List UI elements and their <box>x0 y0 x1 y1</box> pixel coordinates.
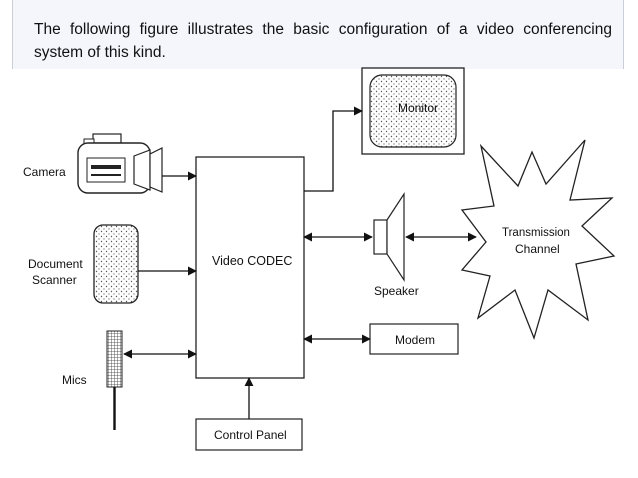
scanner-label-line2: Scanner <box>32 273 77 287</box>
modem-box <box>369 323 459 355</box>
speaker-icon <box>373 191 405 283</box>
control-panel-box <box>195 418 303 451</box>
channel-label-line1: Transmission <box>502 227 570 239</box>
camera-label: Camera <box>23 165 66 179</box>
arrow-codec-to-monitor <box>304 106 363 192</box>
microphone-icon <box>106 330 123 430</box>
figure-caption: The following figure illustrates the bas… <box>34 21 612 61</box>
caption-band <box>12 0 624 69</box>
transmission-channel-burst <box>460 139 616 341</box>
video-codec-label: Video CODEC <box>212 254 292 268</box>
scanner-icon <box>93 224 139 304</box>
scanner-label-line1: Document <box>28 257 83 271</box>
speaker-label: Speaker <box>374 284 419 298</box>
camera-icon <box>77 133 163 194</box>
mics-label: Mics <box>62 373 87 387</box>
channel-label-line2: Channel <box>515 242 560 256</box>
monitor-label: Monitor <box>398 101 438 115</box>
control-panel-label: Control Panel <box>214 428 287 442</box>
modem-label: Modem <box>395 333 435 347</box>
monitor <box>361 67 465 155</box>
